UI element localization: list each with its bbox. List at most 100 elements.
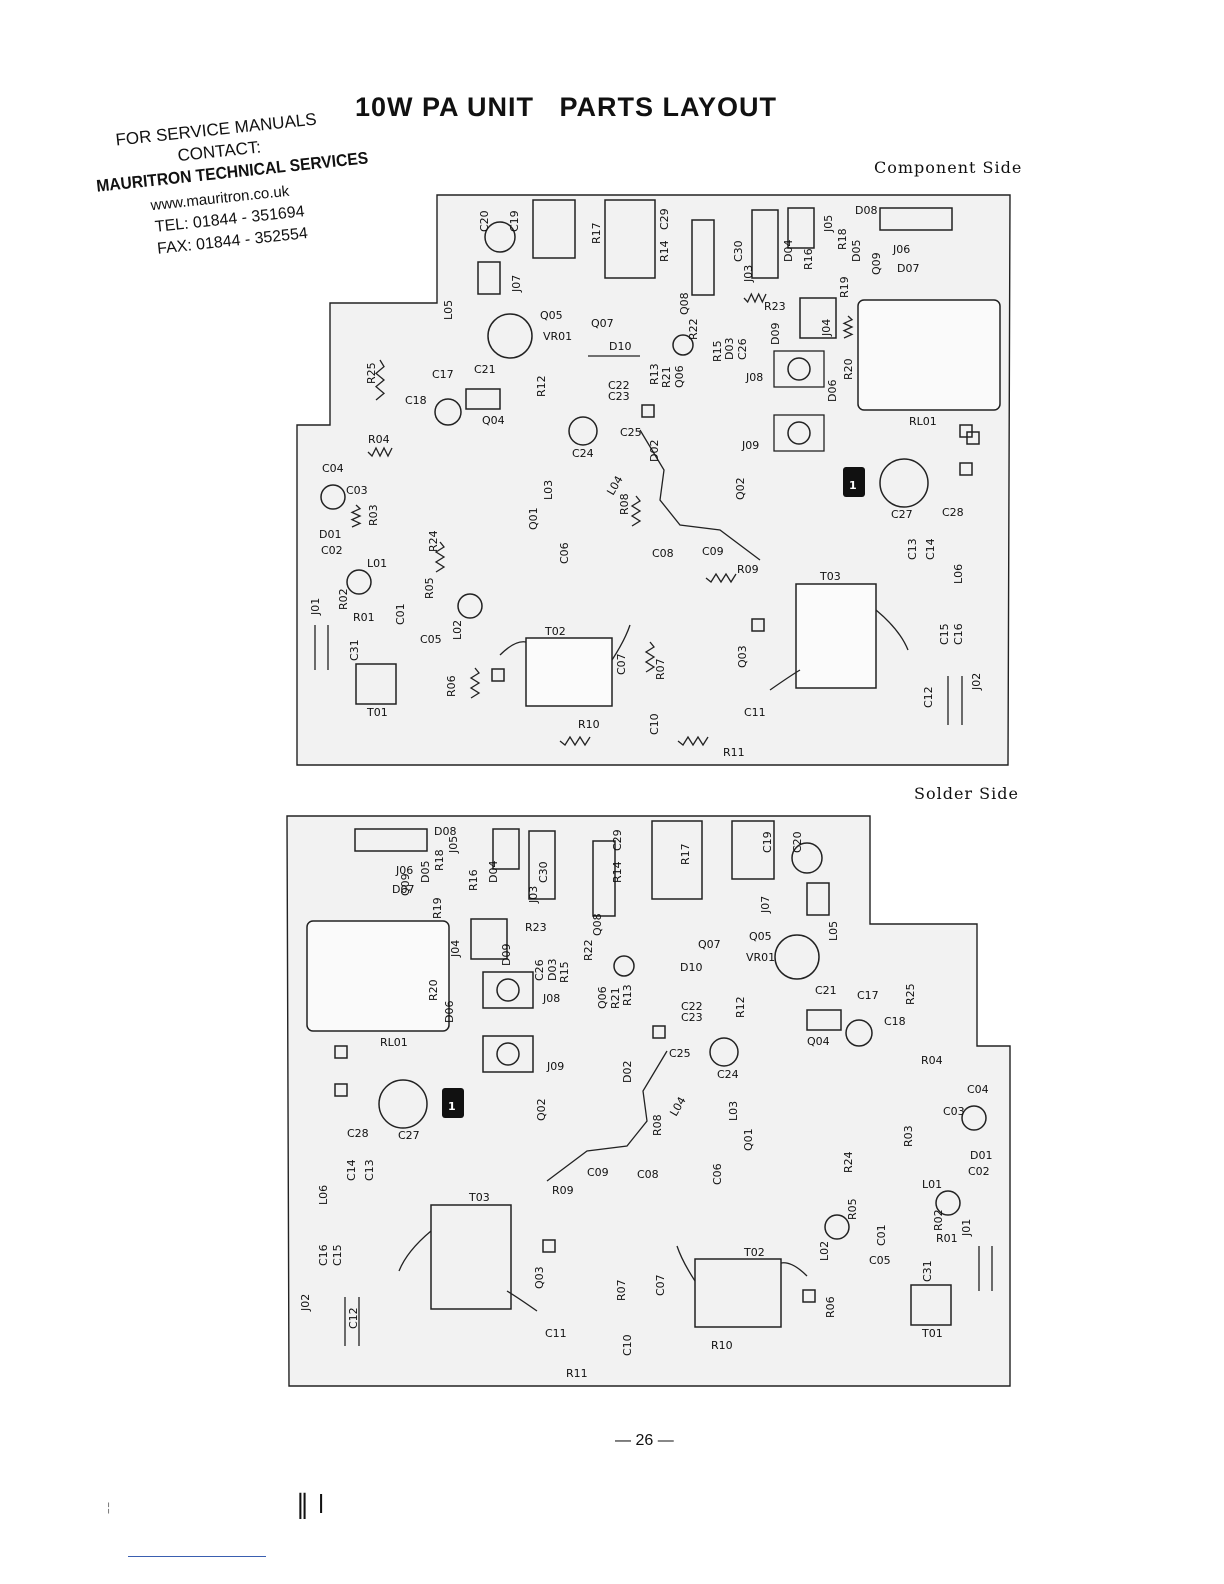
part-label-r19: R19: [838, 276, 851, 298]
part-label-c03: C03: [943, 1105, 965, 1118]
part-label-l01: L01: [922, 1178, 942, 1191]
component-outline-3: [528, 830, 556, 900]
part-label-r23: R23: [525, 921, 547, 934]
part-label-r03: R03: [902, 1125, 915, 1147]
part-label-c30: C30: [537, 861, 550, 883]
part-label-c16: C16: [952, 623, 965, 645]
pad-square-2: [542, 1239, 556, 1253]
part-label-l06: L06: [952, 564, 965, 584]
component-q04: [465, 388, 501, 410]
component-circle-5: [709, 1037, 739, 1067]
part-label-c22: C22: [608, 379, 630, 392]
component-connector: [751, 209, 779, 279]
part-label-c11: C11: [545, 1327, 567, 1340]
part-label-r01: R01: [353, 611, 375, 624]
connector-j02: [947, 676, 963, 725]
part-label-vr01: VR01: [543, 330, 572, 343]
part-label-d09: D09: [769, 323, 782, 345]
component-c27: [879, 458, 929, 508]
part-label-j04: J04: [820, 319, 833, 337]
component-circle-6: [378, 1079, 428, 1129]
component-l02: [457, 593, 483, 619]
part-label-d02: D02: [621, 1061, 634, 1083]
part-label-d02: D02: [648, 440, 661, 462]
part-label-c13: C13: [363, 1159, 376, 1181]
part-label-c24: C24: [572, 447, 594, 460]
connector-j01: [314, 625, 329, 670]
component-outline-8: [806, 1009, 842, 1031]
component-circle-3: [791, 842, 823, 874]
part-label-r14: R14: [658, 240, 671, 262]
part-label-l02: L02: [451, 620, 464, 640]
part-label-c26: C26: [736, 338, 749, 360]
part-label-j06: J06: [892, 243, 910, 256]
part-label-j08: J08: [542, 992, 560, 1005]
component-outline-12: [482, 971, 534, 1009]
part-label-r15: R15: [558, 961, 571, 983]
part-label-c31: C31: [921, 1260, 934, 1282]
part-label-c04: C04: [967, 1083, 989, 1096]
part-label-q09: Q09: [870, 252, 883, 275]
component-outline-4: [492, 828, 520, 870]
footer-tick: ¦: [107, 1500, 111, 1514]
part-label-d05: D05: [850, 240, 863, 262]
component-transformer-t02: [525, 637, 613, 707]
part-label-d09: D09: [500, 944, 513, 966]
component-c20: [484, 221, 516, 253]
part-label-r16: R16: [802, 248, 815, 270]
page-title: 10W PA UNIT PARTS LAYOUT: [355, 92, 778, 122]
part-label-c06: C06: [558, 542, 571, 564]
part-label-q07: Q07: [698, 938, 721, 951]
part-label-c08: C08: [652, 547, 674, 560]
part-label-c31: C31: [348, 639, 361, 661]
part-label-l03: L03: [727, 1101, 740, 1121]
part-label-c07: C07: [654, 1274, 667, 1296]
part-label-r23: R23: [764, 300, 786, 313]
part-label-c27: C27: [891, 508, 913, 521]
part-label-r08: R08: [618, 493, 631, 515]
part-label-l05: L05: [442, 300, 455, 320]
part-label-l06: L06: [317, 1185, 330, 1205]
part-label-r04: R04: [921, 1054, 943, 1067]
component-outline-11: [910, 1284, 952, 1326]
part-label-q07: Q07: [591, 317, 614, 330]
part-label-d04: D04: [782, 240, 795, 262]
part-label-j05: J05: [822, 215, 835, 233]
part-label-rl01: RL01: [909, 415, 937, 428]
resistor-r06: [469, 667, 481, 699]
component-outline-0: [731, 820, 775, 880]
part-label-q08: Q08: [591, 913, 604, 936]
part-label-c15: C15: [331, 1244, 344, 1266]
part-label-r05: R05: [846, 1198, 859, 1220]
component-q06: [672, 334, 694, 356]
component-j06-block: [879, 207, 953, 231]
part-label-q01: Q01: [527, 507, 540, 530]
part-label-j09: J09: [546, 1060, 564, 1073]
trace-t02-right: [611, 624, 631, 661]
component-j09-frame: [773, 414, 825, 452]
part-label-d08: D08: [855, 204, 877, 217]
part-label-r05: R05: [423, 577, 436, 599]
part-label-d06: D06: [443, 1001, 456, 1023]
part-label-c24: C24: [717, 1068, 739, 1081]
part-label-j06: J06: [395, 864, 413, 877]
part-label-r11: R11: [566, 1367, 588, 1380]
component-circle-7: [961, 1105, 987, 1131]
part-label-j04: J04: [449, 940, 462, 958]
part-label-l02: L02: [818, 1241, 831, 1261]
part-label-t02: T02: [743, 1246, 765, 1259]
part-label-c01: C01: [875, 1224, 888, 1246]
part-label-j01: J01: [309, 598, 322, 616]
part-label-r06: R06: [824, 1296, 837, 1318]
part-label-c12: C12: [347, 1307, 360, 1329]
marker-label: 1: [849, 479, 857, 492]
part-label-t03: T03: [819, 570, 841, 583]
part-label-j08: J08: [745, 371, 763, 384]
component-circle-8: [935, 1190, 961, 1216]
part-label-d03: D03: [723, 338, 736, 360]
part-label-r20: R20: [842, 358, 855, 380]
part-label-c02: C02: [968, 1165, 990, 1178]
part-label-c30: C30: [732, 240, 745, 262]
part-label-vr01: VR01: [746, 951, 775, 964]
pad-square-0: [334, 1045, 348, 1059]
